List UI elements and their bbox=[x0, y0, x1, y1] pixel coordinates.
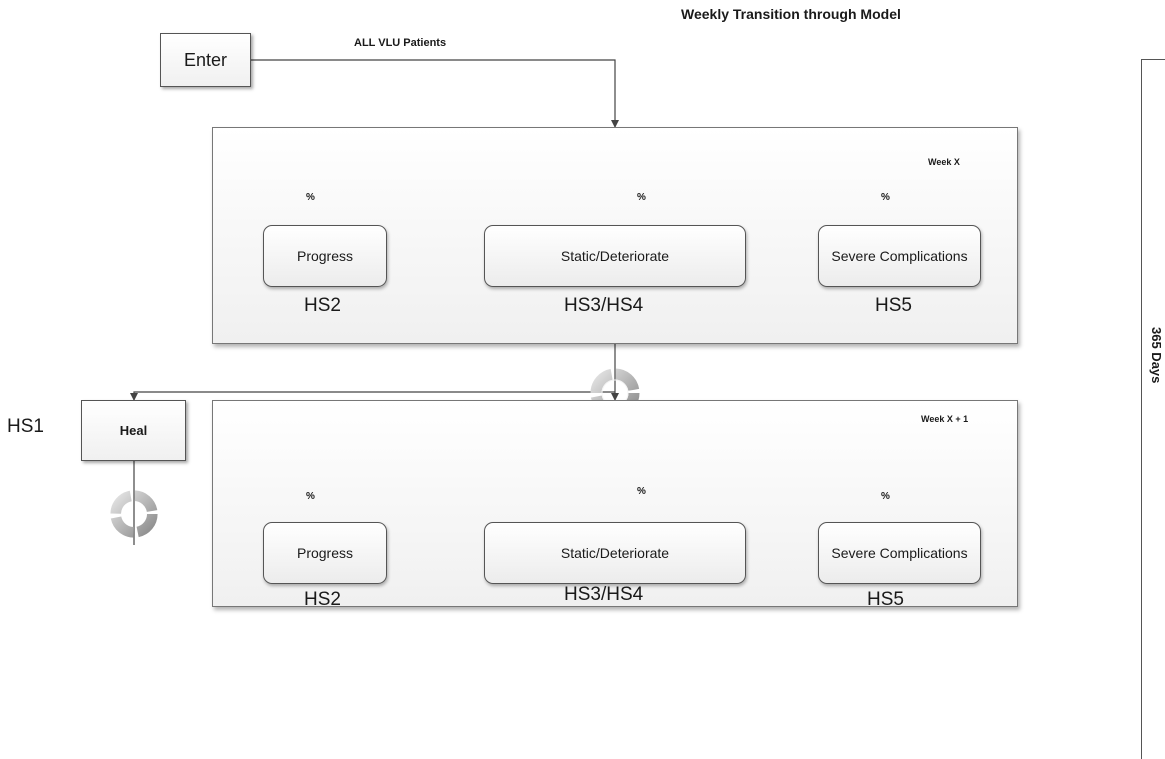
state-node-progress: Progress bbox=[263, 522, 387, 584]
duration-bar bbox=[1141, 59, 1165, 759]
transition-percent: % bbox=[881, 192, 890, 203]
health-state-label: HS5 bbox=[867, 589, 904, 610]
transition-percent: % bbox=[881, 491, 890, 502]
diagram-title: Weekly Transition through Model bbox=[681, 6, 901, 22]
transition-percent: % bbox=[306, 491, 315, 502]
health-state-label: HS5 bbox=[875, 295, 912, 316]
state-node-static-deteriorate: Static/Deteriorate bbox=[484, 225, 746, 287]
state-node-severe-complications: Severe Complications bbox=[818, 225, 981, 287]
heal-node: Heal bbox=[81, 400, 186, 461]
state-node-severe-complications: Severe Complications bbox=[818, 522, 981, 584]
health-state-label: HS2 bbox=[304, 295, 341, 316]
heal-connector bbox=[130, 391, 615, 401]
flow-label: ALL VLU Patients bbox=[354, 37, 447, 49]
week-label: Week X bbox=[928, 157, 960, 167]
enter-node: Enter bbox=[160, 33, 251, 87]
health-state-label: HS3/HS4 bbox=[564, 584, 644, 605]
state-node-progress: Progress bbox=[263, 225, 387, 287]
health-state-label: HS2 bbox=[304, 589, 341, 610]
duration-label: 365 Days bbox=[1149, 327, 1164, 384]
heal-health-state: HS1 bbox=[7, 416, 44, 437]
cycle-icon bbox=[110, 490, 158, 538]
week-label: Week X + 1 bbox=[921, 414, 969, 424]
state-node-static-deteriorate: Static/Deteriorate bbox=[484, 522, 746, 584]
transition-percent: % bbox=[637, 192, 646, 203]
transition-percent: % bbox=[306, 192, 315, 203]
health-state-label: HS3/HS4 bbox=[564, 295, 644, 316]
transition-percent: % bbox=[637, 486, 646, 497]
enter-connector bbox=[251, 59, 619, 128]
